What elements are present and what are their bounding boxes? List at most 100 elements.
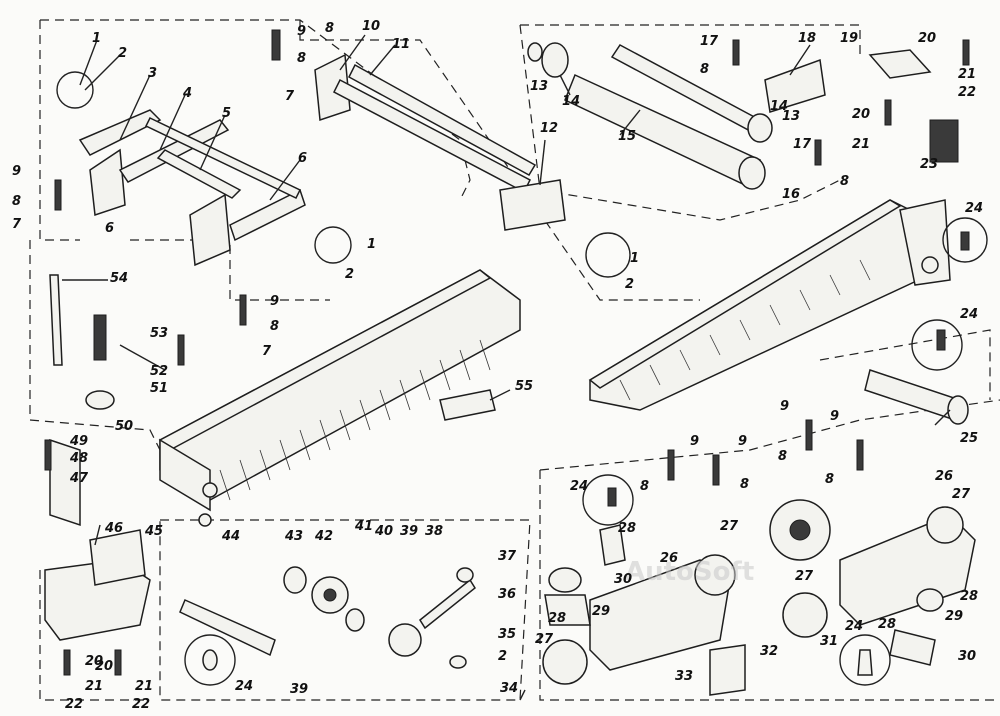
callout-label-8: 8 xyxy=(12,194,21,209)
callout-label-16: 16 xyxy=(782,187,800,202)
callout-label-4: 4 xyxy=(182,86,192,101)
callout-label-43: 43 xyxy=(284,529,303,544)
gear-shaft-group xyxy=(179,566,476,671)
callout-label-2: 2 xyxy=(118,46,127,61)
left-main-beam xyxy=(158,269,521,527)
callout-label-30: 30 xyxy=(958,649,976,664)
callout-label-9: 9 xyxy=(780,399,789,414)
tube-shaft-assembly xyxy=(527,42,826,190)
callout-label-9: 9 xyxy=(12,164,21,179)
callout-label-11: 11 xyxy=(392,37,410,52)
callout-label-12: 12 xyxy=(540,121,558,136)
bracket-assembly xyxy=(78,109,306,267)
leader-lines xyxy=(62,34,951,701)
callout-label-9: 9 xyxy=(297,24,306,39)
callout-label-26: 26 xyxy=(660,551,678,566)
callout-label-1: 1 xyxy=(630,251,639,266)
callout-label-1: 1 xyxy=(92,31,101,46)
pin-spring-ring xyxy=(49,274,496,421)
callout-label-1: 1 xyxy=(367,237,376,252)
callout-label-49: 49 xyxy=(69,434,88,449)
callout-label-8: 8 xyxy=(270,319,279,334)
callout-label-45: 45 xyxy=(144,524,163,539)
callout-label-35: 35 xyxy=(498,627,516,642)
callout-label-15: 15 xyxy=(618,129,636,144)
callout-label-9: 9 xyxy=(738,434,747,449)
callout-label-55: 55 xyxy=(515,379,533,394)
callout-label-23: 23 xyxy=(920,157,938,172)
callout-label-31: 31 xyxy=(820,634,838,649)
gear-carrier-group xyxy=(542,369,976,696)
callout-label-30: 30 xyxy=(614,572,632,587)
callout-label-24: 24 xyxy=(570,479,588,494)
callout-label-33: 33 xyxy=(675,669,693,684)
callout-label-20: 20 xyxy=(852,107,870,122)
callout-label-44: 44 xyxy=(221,529,240,544)
callout-label-40: 40 xyxy=(374,524,393,539)
callout-label-22: 22 xyxy=(65,697,83,712)
callout-label-9: 9 xyxy=(270,294,279,309)
callout-label-5: 5 xyxy=(222,106,231,121)
callout-label-8: 8 xyxy=(778,449,787,464)
callout-label-22: 22 xyxy=(958,85,976,100)
callout-label-51: 51 xyxy=(150,381,168,396)
right-main-beam xyxy=(588,199,951,411)
callout-label-2: 2 xyxy=(625,277,634,292)
callout-label-21: 21 xyxy=(135,679,153,694)
callout-label-7: 7 xyxy=(12,217,22,232)
callout-label-41: 41 xyxy=(354,519,373,534)
callout-label-32: 32 xyxy=(760,644,778,659)
callout-label-36: 36 xyxy=(498,587,516,602)
callout-label-21: 21 xyxy=(852,137,870,152)
callout-label-18: 18 xyxy=(798,31,816,46)
callout-label-34: 34 xyxy=(500,681,518,696)
callout-label-50: 50 xyxy=(115,419,133,434)
callout-label-7: 7 xyxy=(262,344,272,359)
callout-label-52: 52 xyxy=(150,364,168,379)
callout-label-39: 39 xyxy=(290,682,308,697)
callout-label-20: 20 xyxy=(918,31,936,46)
callout-label-3: 3 xyxy=(148,66,157,81)
callout-label-6: 6 xyxy=(298,151,307,166)
callout-label-24: 24 xyxy=(960,307,978,322)
callout-label-39: 39 xyxy=(400,524,418,539)
callout-label-21: 21 xyxy=(85,679,103,694)
callout-label-20: 20 xyxy=(95,659,113,674)
callout-label-8: 8 xyxy=(740,477,749,492)
bolts xyxy=(44,29,970,676)
callout-label-46: 46 xyxy=(104,521,123,536)
callout-label-47: 47 xyxy=(69,471,89,486)
callout-label-28: 28 xyxy=(878,617,896,632)
callout-label-24: 24 xyxy=(845,619,863,634)
plates xyxy=(868,49,959,163)
callout-label-8: 8 xyxy=(325,21,334,36)
callout-label-20: 20 xyxy=(85,654,103,669)
detail-circles xyxy=(56,71,988,686)
callout-label-25: 25 xyxy=(960,431,978,446)
callout-label-24: 24 xyxy=(965,201,983,216)
callout-label-29: 29 xyxy=(592,604,610,619)
callout-label-28: 28 xyxy=(960,589,978,604)
callout-label-22: 22 xyxy=(132,697,150,712)
callout-label-53: 53 xyxy=(150,326,168,341)
callout-label-21: 21 xyxy=(958,67,976,82)
callout-label-19: 19 xyxy=(840,31,858,46)
callout-label-24: 24 xyxy=(235,679,253,694)
callout-label-17: 17 xyxy=(793,137,812,152)
callout-label-42: 42 xyxy=(314,529,333,544)
callout-label-7: 7 xyxy=(285,89,295,104)
callout-label-9: 9 xyxy=(830,409,839,424)
callout-label-8: 8 xyxy=(840,174,849,189)
callout-label-8: 8 xyxy=(700,62,709,77)
callout-label-27: 27 xyxy=(720,519,739,534)
callout-label-27: 27 xyxy=(952,487,971,502)
callout-label-38: 38 xyxy=(425,524,443,539)
channel-bracket xyxy=(44,438,151,641)
callout-label-13: 13 xyxy=(782,109,800,124)
callout-label-8: 8 xyxy=(825,472,834,487)
callout-label-37: 37 xyxy=(498,549,517,564)
callout-label-8: 8 xyxy=(297,51,306,66)
